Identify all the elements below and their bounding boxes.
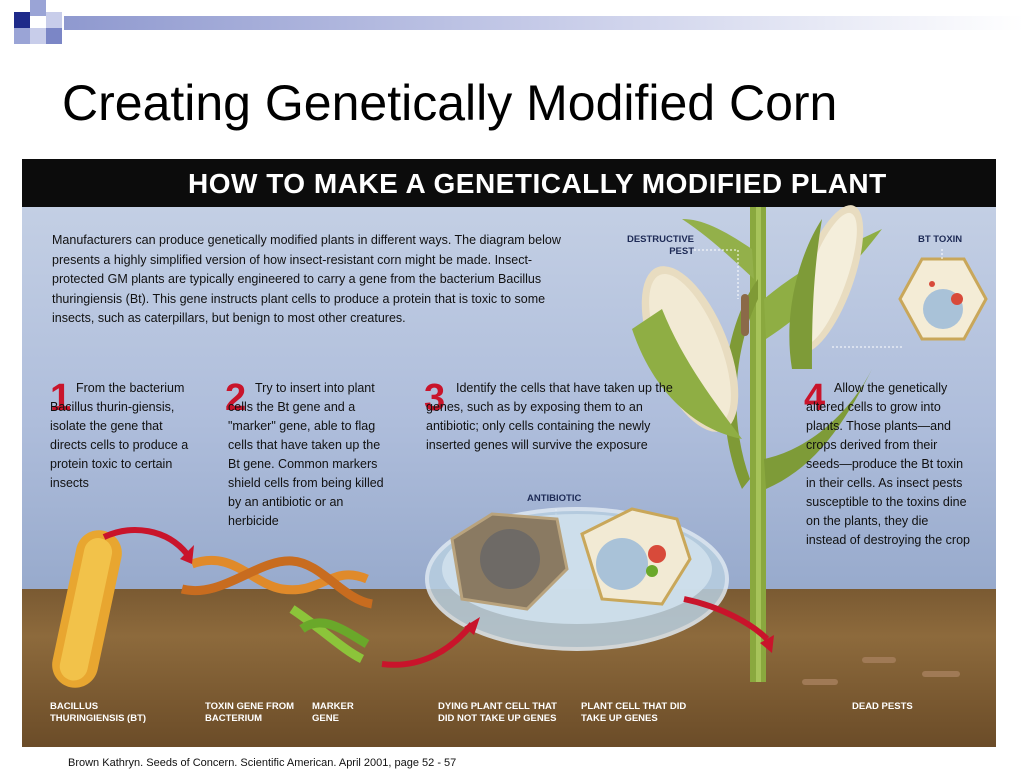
step-1-text: From the bacterium Bacillus thurin-giens… [50, 381, 189, 490]
step-3-text: Identify the cells that have taken up th… [426, 381, 673, 452]
label-antibiotic: ANTIBIOTIC [527, 493, 582, 504]
gm-plant-infographic: HOW TO MAKE A GENETICALLY MODIFIED PLANT [22, 159, 996, 747]
illustration-art [52, 205, 988, 688]
label-toxin-gene: TOXIN GENE FROM BACTERIUM [205, 701, 295, 724]
step-1-number: 1 [50, 377, 72, 419]
label-bacillus: BACILLUS THURINGIENSIS (BT) [50, 701, 147, 724]
intro-text: Manufacturers can produce genetically mo… [52, 233, 561, 325]
citation: Brown Kathryn. Seeds of Concern. Scienti… [68, 757, 457, 769]
step-2-number: 2 [225, 377, 247, 419]
banner-title: HOW TO MAKE A GENETICALLY MODIFIED PLANT [188, 168, 887, 199]
infographic-banner: HOW TO MAKE A GENETICALLY MODIFIED PLANT [22, 159, 996, 207]
label-dying-cell: DYING PLANT CELL THAT DID NOT TAKE UP GE… [438, 701, 557, 724]
step-3-number: 3 [424, 377, 446, 419]
label-marker-gene: MARKER GENE [312, 701, 354, 724]
corner-decoration [0, 0, 1024, 60]
step-4-text: Allow the genetically altered cells to g… [806, 381, 970, 547]
label-dead-pests: DEAD PESTS [852, 701, 913, 712]
label-bt-toxin: BT TOXIN [918, 234, 963, 245]
step-2-text: Try to insert into plant cells the Bt ge… [228, 381, 384, 528]
step-4-number: 4 [804, 377, 826, 419]
label-plant-cell: PLANT CELL THAT DID TAKE UP GENES [581, 701, 687, 724]
label-destructive-pest: DESTRUCTIVE PEST [626, 234, 694, 257]
slide-title: Creating Genetically Modified Corn [62, 75, 838, 131]
